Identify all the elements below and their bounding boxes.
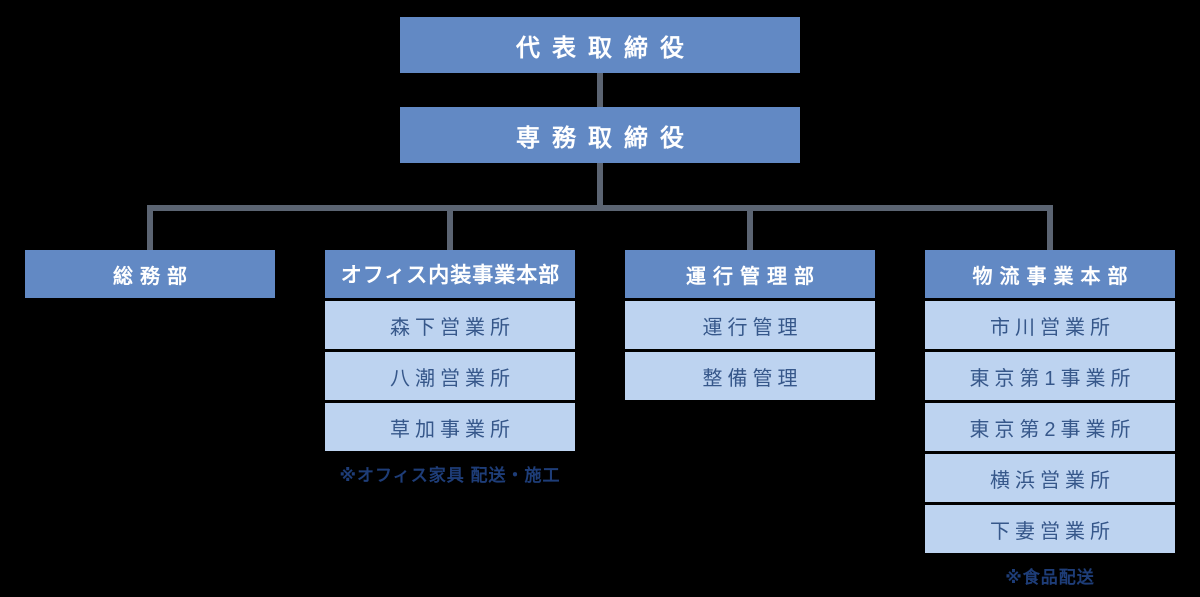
dept-header-office-interior: オフィス内装事業本部	[325, 250, 575, 298]
dept-note-food-delivery: ※食品配送	[1005, 568, 1095, 587]
connector-trunk-stem	[597, 163, 603, 211]
dept-item-shimotsuma-office: 下妻営業所	[925, 505, 1175, 553]
dept-item-tokyo-1-office: 東京第1事業所	[925, 352, 1175, 400]
dept-column-general-affairs: 総務部	[25, 250, 275, 298]
connector-horizontal-rail	[147, 205, 1053, 211]
exec-node-senior-managing-director: 専務取締役	[400, 107, 800, 163]
connector-exec-stem	[597, 73, 603, 107]
dept-item-ichikawa-office: 市川営業所	[925, 301, 1175, 349]
dept-item-operation-control: 運行管理	[625, 301, 875, 349]
connector-drop-operation-management	[747, 205, 753, 250]
dept-item-maintenance-control: 整備管理	[625, 352, 875, 400]
dept-item-yashio-office: 八潮営業所	[325, 352, 575, 400]
dept-column-logistics: 物流事業本部 市川営業所 東京第1事業所 東京第2事業所 横浜営業所 下妻営業所…	[925, 250, 1175, 588]
dept-item-morishita-office: 森下営業所	[325, 301, 575, 349]
connector-drop-office-interior	[447, 205, 453, 250]
dept-header-logistics: 物流事業本部	[925, 250, 1175, 298]
dept-column-operation-management: 運行管理部 運行管理 整備管理	[625, 250, 875, 400]
dept-item-tokyo-2-office: 東京第2事業所	[925, 403, 1175, 451]
dept-item-yokohama-office: 横浜営業所	[925, 454, 1175, 502]
dept-note-office-furniture: ※オフィス家具 配送・施工	[339, 466, 561, 485]
exec-node-representative-director: 代表取締役	[400, 17, 800, 73]
dept-item-soka-office: 草加事業所	[325, 403, 575, 451]
connector-drop-general-affairs	[147, 205, 153, 250]
dept-header-operation-management: 運行管理部	[625, 250, 875, 298]
dept-header-general-affairs: 総務部	[25, 250, 275, 298]
connector-drop-logistics	[1047, 205, 1053, 250]
dept-column-office-interior: オフィス内装事業本部 森下営業所 八潮営業所 草加事業所 ※オフィス家具 配送・…	[325, 250, 575, 486]
